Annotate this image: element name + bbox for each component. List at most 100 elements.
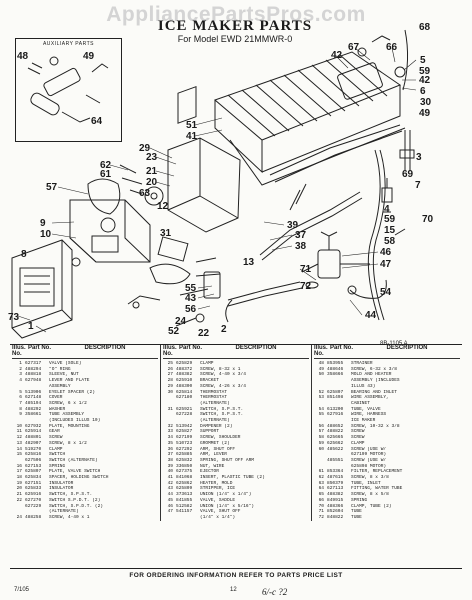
callout-number: 63: [139, 188, 151, 199]
ice-mold-assembly-drawing: [214, 29, 409, 186]
diagram-title: ICE MAKER PARTS: [157, 18, 313, 34]
part-no-cell: 485622: [327, 446, 344, 452]
table-row: 627199 MOTOR): [314, 452, 460, 458]
table-row: 625898 MOTOR): [314, 464, 460, 470]
table-row: ILLUS 43): [314, 384, 460, 390]
table-row: (ALTERNATE): [163, 418, 309, 424]
illus-no-cell: 30: [167, 389, 173, 395]
description-cell: SCREW, 4-26 x 3/4: [200, 383, 246, 389]
exploded-view-drawing: [11, 29, 417, 339]
part-no-cell: 625910: [176, 378, 193, 384]
description-cell: FILTER, REPLACEMENT: [351, 469, 403, 475]
illus-no-cell: 39: [167, 463, 173, 469]
description-cell: VALVE, SHUT OFF: [200, 509, 241, 515]
description-cell: ARM, SHUT OFF: [200, 446, 236, 452]
part-no-cell: 488646: [327, 366, 344, 372]
shut-off-valve-drawing: [301, 149, 387, 321]
description-cell: SCREW (USE W/: [351, 457, 387, 463]
description-cell: ICE MAKER: [351, 418, 376, 424]
description-cell: (1/4" x 1/4"): [200, 514, 236, 520]
part-no-cell: 627199: [176, 435, 193, 441]
description-cell: TUBE ASSEMBLY: [49, 412, 85, 418]
illus-no-cell: 55: [318, 412, 324, 418]
callout-number: 47: [380, 259, 392, 270]
illus-no-cell: 70: [318, 503, 324, 509]
callout-number: 66: [386, 42, 398, 53]
header-part-no: Part No.: [179, 345, 203, 351]
illus-no-cell: 38: [167, 457, 173, 463]
part-no-cell: 849915: [327, 497, 344, 503]
footer-code: 7/105: [14, 587, 30, 593]
description-cell: ARM, LEVER: [200, 452, 228, 458]
table-row: ICE MAKER: [314, 418, 460, 424]
illus-no-cell: 20: [16, 486, 22, 492]
illus-no-cell: 71: [318, 509, 324, 515]
description-cell: TUBE, VALVE: [351, 406, 381, 412]
illus-no-cell: 18: [16, 475, 22, 481]
filter-strainer-drawing: [27, 56, 109, 123]
illus-no-cell: 27: [167, 372, 173, 378]
page-number: 12: [230, 587, 237, 593]
motor-cover-drawing: [11, 239, 81, 339]
leader-lines: [17, 47, 417, 333]
description-cell: SCREW, 4-40 x 3/4: [200, 372, 246, 378]
illus-no-cell: 57: [318, 429, 324, 435]
part-no-cell: 488382: [327, 492, 344, 498]
part-no-cell: 488801: [25, 435, 42, 441]
description-cell: "O" RING: [49, 366, 71, 372]
illus-no-cell: 42: [167, 480, 173, 486]
callout-number: 4: [384, 204, 390, 215]
description-cell: 627199 MOTOR): [351, 452, 387, 458]
description-cell: SWITCH, S.P.S.T.: [200, 412, 244, 418]
callout-number: 31: [160, 228, 172, 239]
description-cell: TUBE: [351, 509, 362, 515]
illus-no-cell: 49: [318, 366, 324, 372]
illus-no-cell: 10: [16, 423, 22, 429]
description-cell: WIRE ASSEMBLY,: [351, 395, 389, 401]
part-no-cell: 627228: [176, 412, 193, 418]
illus-no-cell: 11: [16, 429, 22, 435]
part-no-cell: 519270: [25, 446, 42, 452]
illus-no-cell: 59: [318, 440, 324, 446]
part-no-cell: 625834: [25, 475, 42, 481]
description-cell: SWITCH, S.P.D.T. (2): [49, 503, 104, 509]
description-cell: SCREW, 10-32 x 3/8: [351, 423, 400, 429]
part-no-cell: 488258: [25, 514, 42, 520]
illus-no-cell: 37: [167, 452, 173, 458]
right-fittings-drawing: [381, 130, 415, 236]
description-cell: STRAINER: [351, 361, 373, 366]
callout-number: 44: [365, 310, 377, 321]
illus-no-cell: 32: [167, 423, 173, 429]
description-cell: TUBE, INLET: [351, 480, 381, 486]
part-no-cell: 488366: [327, 503, 344, 509]
part-no-cell: 627229: [25, 503, 42, 509]
part-no-cell: 627153: [25, 463, 42, 469]
description-cell: SWITCH: [49, 452, 66, 458]
illus-no-cell: 43: [167, 486, 173, 492]
watermark: AppliancePartsPros.com: [106, 3, 366, 26]
callout-number: 51: [186, 120, 198, 131]
part-no-cell: 488292: [25, 406, 42, 412]
callout-number: 30: [420, 97, 432, 108]
part-no-cell: 488300: [176, 383, 193, 389]
part-no-cell: 485194: [25, 400, 42, 406]
callout-number: 70: [422, 214, 434, 225]
description-cell: WASHER: [49, 406, 66, 412]
